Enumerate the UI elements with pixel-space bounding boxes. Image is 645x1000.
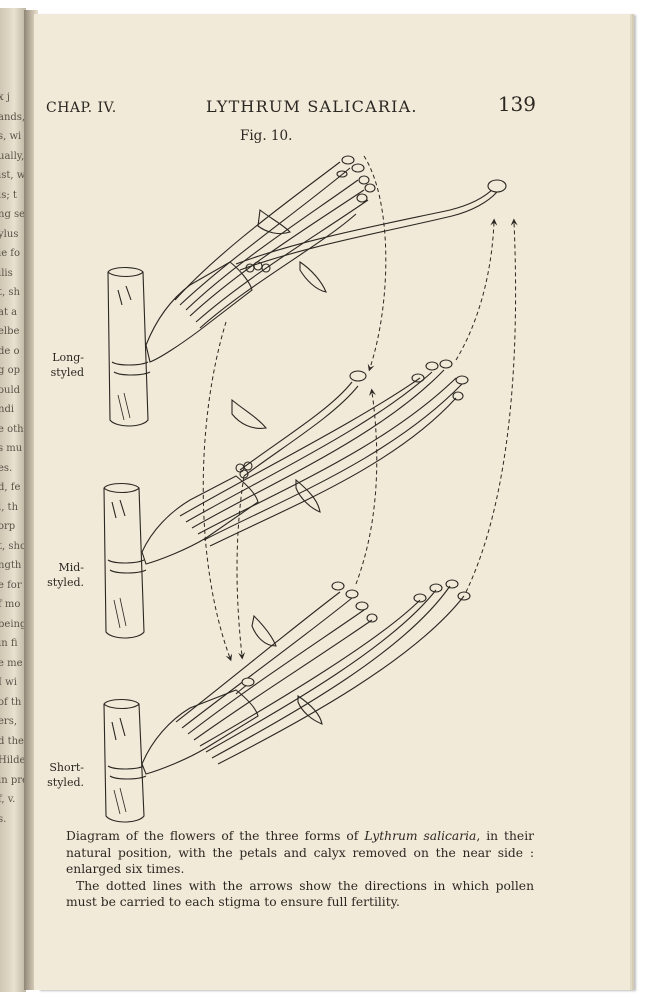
left-page-edge: x j ands, s, wi ually, ist, w ls; t ng se ylus i… <box>0 8 26 992</box>
left-page-text-fragment: of th <box>0 696 22 708</box>
left-page-text-fragment: e me <box>0 657 23 669</box>
left-page-text-fragment: t, shor <box>0 540 26 552</box>
label-long-line1: Long- <box>52 351 84 364</box>
left-page-text-fragment: g op <box>0 365 21 376</box>
label-short-line1: Short- <box>49 761 84 774</box>
label-short-styled: Short- styled. <box>34 760 84 790</box>
left-page-text-fragment: elbe <box>0 326 20 337</box>
label-mid-line2: styled. <box>47 576 84 589</box>
caption-paragraph-1: Diagram of the flowers of the three form… <box>66 828 534 878</box>
left-page-text-fragment: ie fo <box>0 248 21 259</box>
left-page-text-fragment: f, v. <box>0 794 16 805</box>
left-page-text-fragment: t, sh <box>0 287 20 298</box>
pollen-arrows <box>202 155 518 662</box>
label-long-styled: Long- styled <box>34 350 84 380</box>
left-page-text-fragment: ngth <box>0 560 22 571</box>
left-page-text-fragment: in pres <box>0 774 26 786</box>
caption-text-post: , in their natural position, with the pe… <box>66 829 535 876</box>
figure-label: Fig. 10. <box>240 128 293 144</box>
left-page-text-fragment: I wi <box>0 677 17 688</box>
left-page-text-fragment: being <box>0 618 26 630</box>
running-title: LYTHRUM SALICARIA. <box>206 97 418 116</box>
left-page-text-fragment: ould <box>0 384 21 396</box>
left-page-text-fragment: orp <box>0 521 16 532</box>
left-page-text-fragment: ually, <box>0 150 25 162</box>
label-short-line2: styled. <box>47 776 84 789</box>
mid-styled-flower <box>103 359 469 639</box>
running-head: CHAP. IV. LYTHRUM SALICARIA. 139 <box>46 92 536 118</box>
left-page-text-fragment: ylus <box>0 228 19 240</box>
left-page-text-fragment: s, wi <box>0 131 22 142</box>
label-mid-styled: Mid- styled. <box>34 560 84 590</box>
left-page-text-fragment: ands, <box>0 111 26 123</box>
left-page-text-fragment: in fi <box>0 638 18 649</box>
left-page-text-fragment: f mo <box>0 599 21 610</box>
left-page-text-fragment: s. <box>0 813 7 825</box>
long-styled-flower <box>107 155 507 427</box>
label-mid-line1: Mid- <box>58 561 84 574</box>
figure-caption: Diagram of the flowers of the three form… <box>66 828 534 911</box>
left-page-text-fragment: e oth <box>0 423 24 435</box>
left-page-text-fragment: ist, w <box>0 170 26 181</box>
left-page-text-fragment: ls; t <box>0 189 17 201</box>
left-page-text-fragment: de o <box>0 345 20 357</box>
left-page-text-fragment: d, fe <box>0 482 21 493</box>
left-page-text-fragment: ndi <box>0 404 15 415</box>
left-page-text-fragment: l, th <box>0 501 19 513</box>
left-page-text-fragment: d the <box>0 735 24 747</box>
caption-paragraph-2: The dotted lines with the arrows show th… <box>66 878 534 910</box>
left-page-text-fragment: x j <box>0 92 10 103</box>
page-number: 139 <box>497 92 536 116</box>
left-page-text-fragment: es. <box>0 462 13 474</box>
left-page-text-fragment: ilis <box>0 267 13 279</box>
caption-text-pre: Diagram of the flowers of the three form… <box>66 829 365 843</box>
chapter-label: CHAP. IV. <box>46 100 117 116</box>
short-styled-flower <box>103 579 471 823</box>
left-page-text-fragment: at a <box>0 306 18 318</box>
label-long-line2: styled <box>50 366 84 379</box>
left-page-text-fragment: e for <box>0 579 22 591</box>
left-page-text-fragment: ng se <box>0 209 26 220</box>
caption-species-italic: Lythrum salicaria <box>364 829 477 843</box>
left-page-text-fragment: s mu <box>0 443 23 454</box>
left-page-text-fragment: ers, <box>0 716 18 727</box>
left-page-text-fragment: Hildebr <box>0 755 26 766</box>
